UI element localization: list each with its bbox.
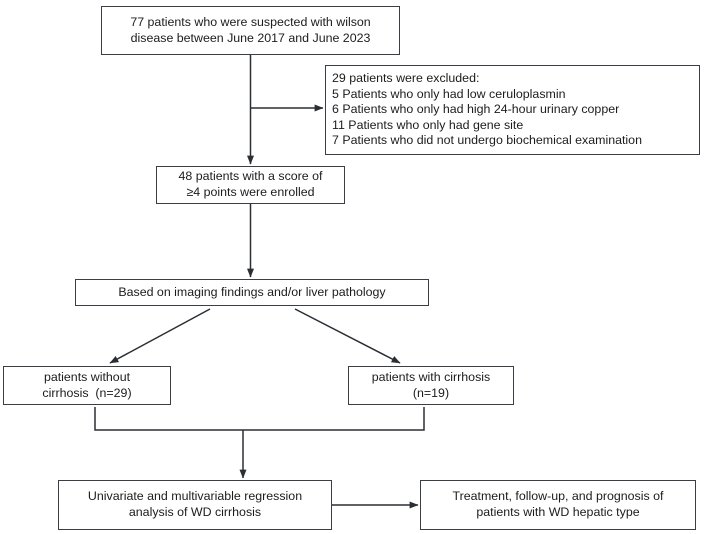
node-treatment-line-1: Treatment, follow-up, and prognosis of	[452, 489, 664, 504]
node-enrolled-line-2: ≥4 points were enrolled	[186, 185, 315, 199]
connector-merge-cirrhosis-groups	[94, 407, 425, 431]
node-regression-analysis: Univariate and multivariable regression …	[58, 480, 332, 530]
node-excluded-patients: 29 patients were excluded: 5 Patients wh…	[325, 65, 700, 155]
node-regression-line-1: Univariate and multivariable regression	[87, 489, 303, 504]
node-enrolled-patients: 48 patients with a score of ≥4 points we…	[156, 166, 345, 204]
connector-basis-to-no-cirrhosis	[109, 308, 211, 364]
node-no-cirrhosis-line-2: cirrhosis (n=29)	[42, 385, 132, 400]
node-suspected-patients: 77 patients who were suspected with wils…	[101, 6, 400, 55]
node-cirrhosis-line-1: patients with cirrhosis	[371, 369, 491, 384]
node-excluded-line-3: 6 Patients who only had high 24-hour uri…	[332, 102, 620, 117]
node-suspected-line-1: 77 patients who were suspected with wils…	[130, 14, 371, 29]
node-no-cirrhosis-line-1: patients without	[43, 369, 131, 384]
node-suspected-line-2: disease between June 2017 and June 2023	[130, 30, 371, 45]
node-treatment-line-2: patients with WD hepatic type	[476, 505, 640, 519]
node-excluded-line-2: 5 Patients who only had low ceruloplasmi…	[332, 86, 566, 101]
node-treatment-prognosis: Treatment, follow-up, and prognosis of p…	[420, 480, 696, 530]
node-cirrhosis-line-2: (n=19)	[412, 385, 450, 400]
node-excluded-line-1: 29 patients were excluded:	[332, 71, 480, 86]
node-patients-without-cirrhosis: patients without cirrhosis (n=29)	[3, 366, 171, 405]
node-classification-basis: Based on imaging findings and/or liver p…	[75, 279, 429, 306]
node-enrolled-line-1: 48 patients with a score of	[178, 169, 323, 184]
node-basis-line-1: Based on imaging findings and/or liver p…	[118, 284, 386, 299]
node-patients-with-cirrhosis: patients with cirrhosis (n=19)	[348, 366, 514, 405]
node-excluded-line-5: 7 Patients who did not undergo biochemic…	[332, 133, 642, 148]
node-regression-line-2: analysis of WD cirrhosis	[128, 505, 262, 519]
connector-basis-to-cirrhosis	[294, 308, 401, 364]
node-excluded-line-4: 11 Patients who only had gene site	[332, 117, 524, 132]
